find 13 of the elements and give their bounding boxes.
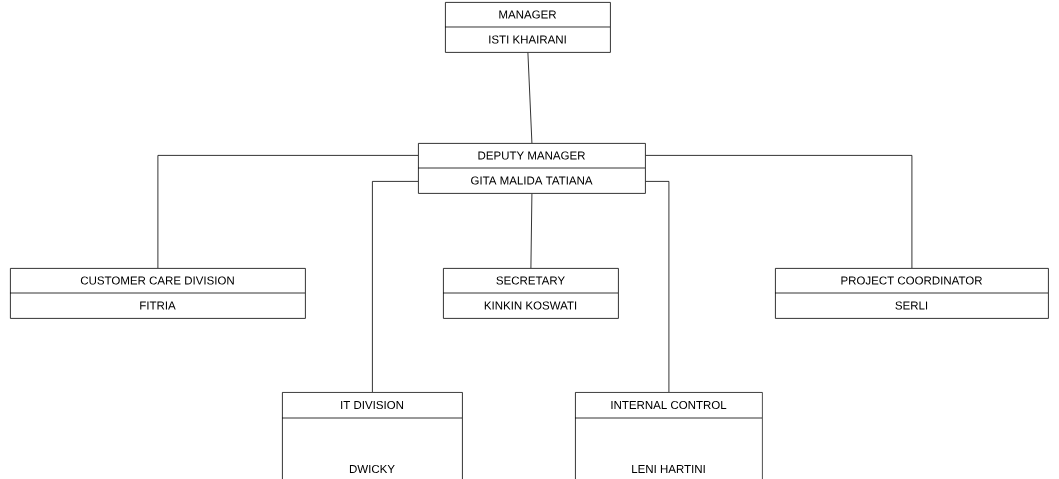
connector-line — [530, 193, 533, 269]
org-box: DEPUTY MANAGER GITA MALIDA TATIANA — [417, 143, 646, 194]
org-box: MANAGER ISTI KHAIRANI — [444, 2, 611, 53]
org-box: IT DIVISION DWICKY — [281, 392, 463, 479]
connector-line — [527, 52, 533, 144]
connector-line — [372, 181, 419, 393]
org-box: CUSTOMER CARE DIVISION FITRIA — [9, 268, 306, 319]
org-box: PROJECT COORDINATOR SERLI — [774, 268, 1049, 319]
org-box: INTERNAL CONTROL LENI HARTINI — [574, 392, 763, 479]
connector-line — [645, 181, 670, 393]
connector-line — [157, 155, 419, 269]
org-box: SECRETARY KINKIN KOSWATI — [442, 268, 619, 319]
connector-line — [645, 155, 913, 269]
